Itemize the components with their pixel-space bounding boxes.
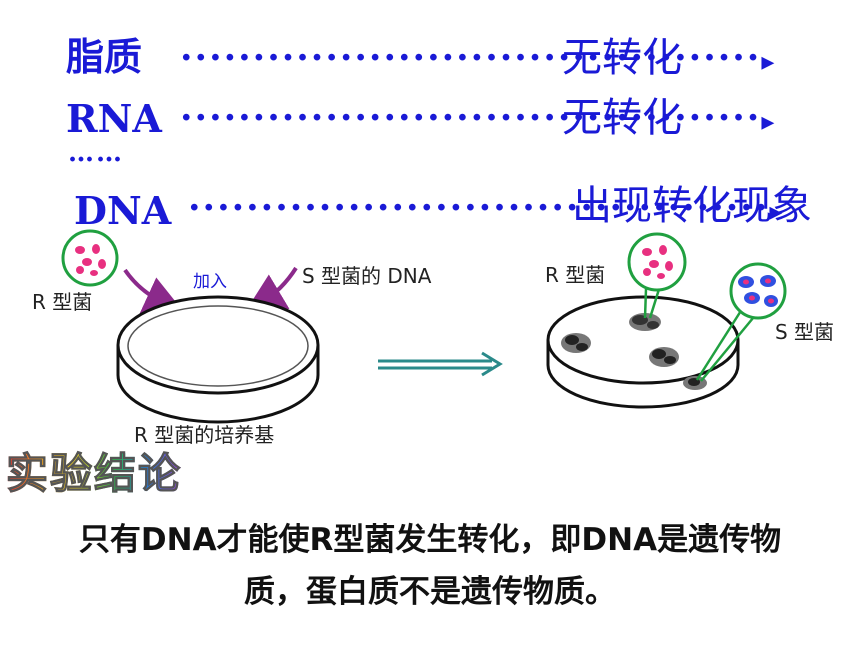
s-bacteria-label-right: S 型菌: [775, 320, 835, 344]
row-label-dna: DNA: [74, 188, 172, 233]
s-dna-label: S 型菌的 DNA: [302, 264, 432, 288]
r-cell: [657, 273, 665, 279]
add-arrow-right: [244, 266, 298, 313]
add-arrow-left: [123, 268, 185, 314]
colony: [561, 333, 591, 353]
r-cell: [659, 245, 667, 255]
r-bacteria-label-left: R 型菌: [32, 290, 93, 314]
conclusion-title: 实验结论: [5, 449, 183, 498]
dotted-arrow-rna: ········································…: [180, 97, 777, 139]
r-cell: [649, 260, 659, 268]
petri-dish-right: [546, 295, 740, 409]
row-result-rna: 无转化: [562, 95, 682, 141]
s-bacteria-circle-right: [695, 262, 787, 382]
dotted-arrow-dna: ········································…: [188, 187, 785, 229]
r-bacteria-circle-left: [61, 229, 119, 287]
r-cell: [643, 268, 651, 276]
transform-arrow: [378, 351, 503, 377]
r-bacteria-label-right: R 型菌: [545, 263, 606, 287]
conclusion-line-2: 质，蛋白质不是遗传物质。: [244, 574, 616, 610]
r-cell: [82, 258, 92, 266]
r-cell: [90, 270, 98, 276]
row-result-dna: 出现转化现象: [572, 183, 812, 229]
medium-label: R 型菌的培养基: [134, 423, 275, 447]
r-cell: [98, 259, 106, 269]
conclusion-line-1: 只有DNA才能使R型菌发生转化，即DNA是遗传物: [78, 522, 782, 558]
r-cell: [92, 244, 100, 254]
petri-dish-left: [116, 295, 320, 424]
row-label-lipid: 脂质: [66, 35, 143, 79]
colony: [649, 347, 679, 367]
r-cell: [75, 246, 85, 254]
dotted-arrow-lipid: ········································…: [180, 37, 777, 79]
r-cell: [76, 266, 84, 274]
ellipsis: ……: [68, 138, 124, 168]
add-label: 加入: [193, 272, 227, 292]
row-result-lipid: 无转化: [562, 35, 682, 81]
r-bacteria-circle-right: [627, 232, 687, 319]
row-label-rna: RNA: [66, 96, 162, 141]
r-cell: [665, 261, 673, 271]
r-cell: [642, 248, 652, 256]
